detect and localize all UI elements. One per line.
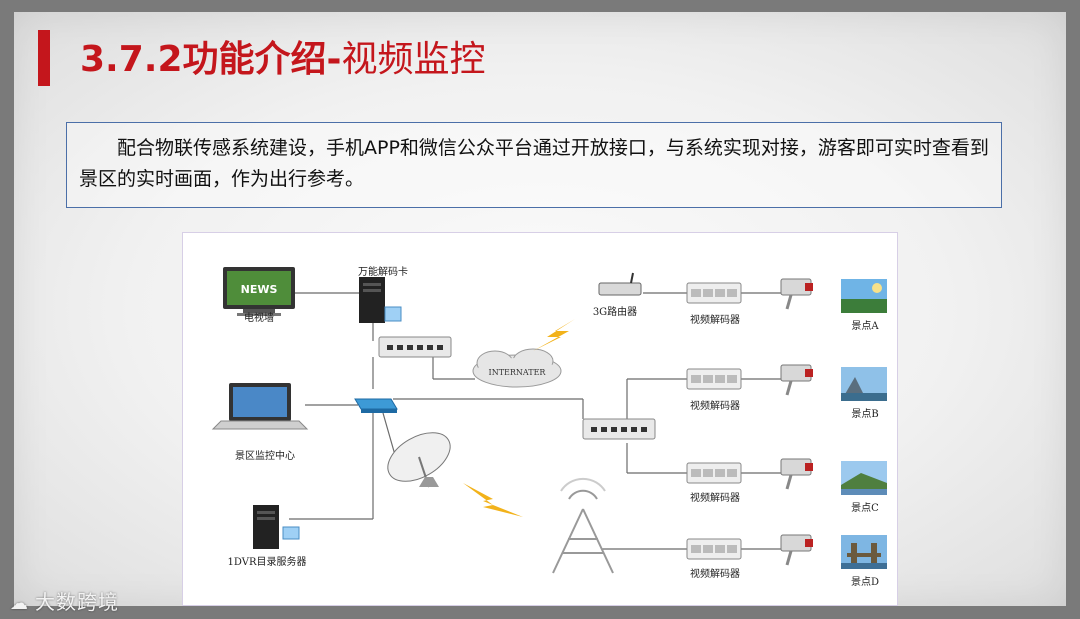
watermark-text: 大数跨境 <box>35 590 119 614</box>
watermark: ☁ 大数跨境 <box>10 586 119 615</box>
camera-icons <box>780 278 813 566</box>
satellite-dish-icon <box>387 432 451 488</box>
router-label: 3G路由器 <box>592 307 638 318</box>
title-accent-bar <box>38 30 50 86</box>
spot-label-c: 景点C <box>851 503 879 514</box>
hub-icon <box>354 398 398 413</box>
dvr-server-icon <box>253 505 300 549</box>
title-sub: 视频监控 <box>341 39 486 80</box>
decoder-card-pc-icon <box>359 277 402 323</box>
connection-lines <box>289 292 781 550</box>
page-title: 3.7.2功能介绍-视频监控 <box>80 32 485 88</box>
antenna-tower-icon <box>552 477 614 574</box>
internet-label: INTERNATER <box>489 368 547 377</box>
router-icon <box>598 272 642 296</box>
spot-label-a: 景点A <box>851 321 879 332</box>
laptop-icon <box>211 383 309 430</box>
lightning-icon <box>533 319 575 351</box>
switch-top-icon <box>378 336 452 358</box>
decoder-label-d: 视频解码器 <box>690 569 740 580</box>
switch-right-icon <box>582 418 656 440</box>
decoder-label-c: 视频解码器 <box>690 493 740 504</box>
lightning-icon <box>463 483 523 517</box>
internet-cloud-icon <box>472 348 562 388</box>
intro-text: 配合物联传感系统建设，手机APP和微信公众平台通过开放接口，与系统实现对接，游客… <box>79 137 989 190</box>
spot-label-b: 景点B <box>851 409 879 420</box>
diagram-canvas: NEWS INTERNATER <box>211 267 887 574</box>
network-diagram: NEWS INTERNATER 电视墙 万能解码卡 景区监控中心 1DVR目录服… <box>182 232 898 606</box>
slide: 3.7.2功能介绍-视频监控 配合物联传感系统建设，手机APP和微信公众平台通过… <box>14 12 1066 606</box>
tv-wall-icon <box>223 267 295 316</box>
spot-label-d: 景点D <box>850 577 880 588</box>
tv-screen-text: NEWS <box>241 283 278 296</box>
title-main: 3.7.2功能介绍- <box>80 39 342 80</box>
monitor-center-label: 景区监控中心 <box>235 451 295 462</box>
dvr-server-label: 1DVR目录服务器 <box>227 557 307 568</box>
decoder-label-a: 视频解码器 <box>690 315 740 326</box>
scenic-photo-icons <box>841 279 887 569</box>
cloud-logo-icon: ☁ <box>10 593 29 614</box>
decoder-label-b: 视频解码器 <box>690 401 740 412</box>
decoder-card-label: 万能解码卡 <box>358 267 408 278</box>
intro-box: 配合物联传感系统建设，手机APP和微信公众平台通过开放接口，与系统实现对接，游客… <box>66 122 1002 208</box>
video-decoder-icons <box>686 282 742 560</box>
tv-wall-label: 电视墙 <box>244 313 274 324</box>
